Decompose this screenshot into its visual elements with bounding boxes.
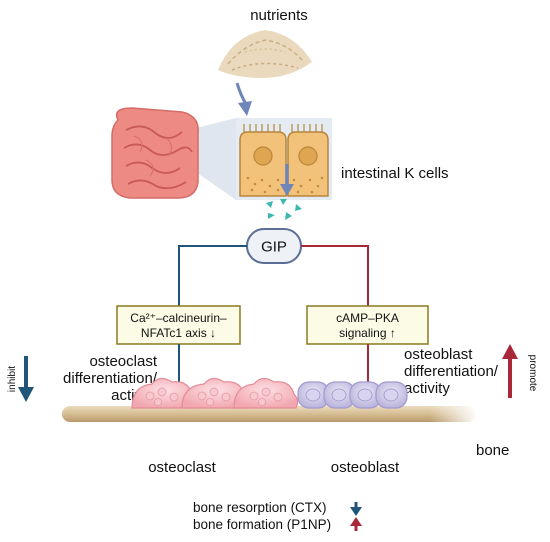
osteoblast-label: osteoblast [331,459,400,476]
osteoclast-effect-line1: osteoclast [89,353,157,370]
left-pathway-box [116,305,241,345]
bone-label: bone [476,442,509,459]
k-cell-icon [239,124,329,197]
gip-label: GIP [261,239,287,256]
osteoblast-effect-line3: activity [404,380,450,397]
inhibit-label: inhibit [7,366,18,392]
promote-label: promote [527,355,538,392]
inhibit-indicator [18,356,34,402]
osteoblast-effect-line1: osteoblast [404,346,473,363]
left-pathway-line2: NFATc1 axis ↓ [141,326,216,340]
osteoblast-cell-icon [297,381,408,409]
nutrients-label: nutrients [250,7,308,24]
right-pathway-box [306,305,429,345]
k-cells-label: intestinal K cells [341,165,449,182]
bone-bar [62,402,478,426]
gip-granules [266,199,302,220]
osteoclast-effect-line2: differentiation/ [63,370,158,387]
nutrient-arrow [235,82,252,116]
zoom-wedge [196,118,236,200]
osteoclast-label: osteoclast [148,459,216,476]
left-branch-line [178,245,247,306]
intestine-icon [111,107,199,199]
right-branch-line [301,245,369,306]
grain-pile-icon [218,30,312,78]
formation-marker-label: bone formation (P1NP) [193,517,331,532]
osteoblast-effect-line2: differentiation/ [404,363,499,380]
right-pathway-line1: cAMP–PKA [336,311,399,325]
resorption-marker-label: bone resorption (CTX) [193,500,327,515]
right-pathway-line2: signaling ↑ [339,326,396,340]
secretion-arrow [280,164,294,196]
up-arrow-icon [350,517,362,531]
promote-indicator [502,344,518,398]
down-arrow-icon [350,502,362,516]
osteoclast-cell-icon [131,377,299,409]
left-pathway-line1: Ca²⁺–calcineurin– [130,311,227,325]
